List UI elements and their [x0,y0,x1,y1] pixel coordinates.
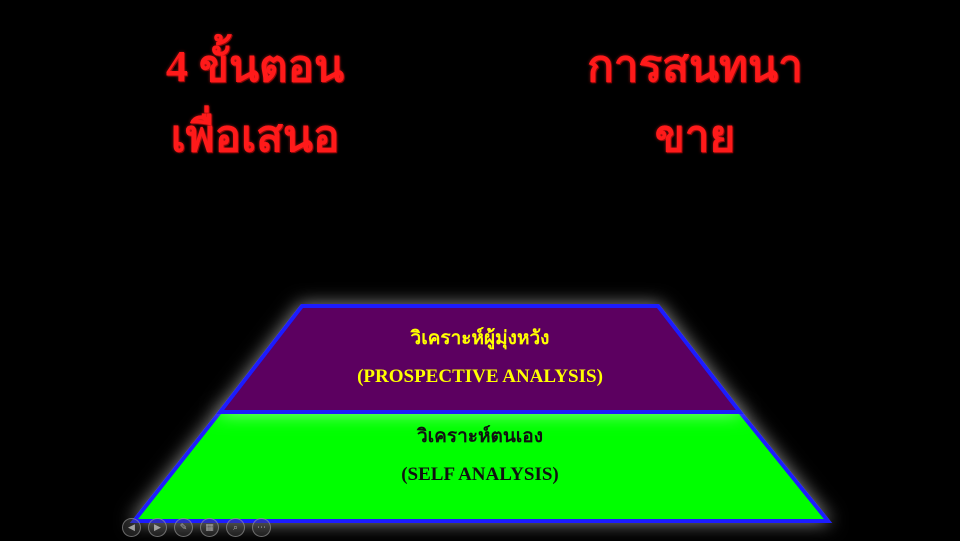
pen-tool-button[interactable]: ✎ [174,517,193,537]
title-right-line-1: การสนทนา [587,42,803,91]
title-left-line-2: เพื่อเสนอ [170,112,340,161]
top-tier-english-label: (PROSPECTIVE ANALYSIS) [357,366,603,387]
ellipsis-icon: ⋯ [257,522,266,533]
more-options-button[interactable]: ⋯ [252,517,271,537]
next-slide-button[interactable]: ▶ [148,517,167,537]
slide-overview-button[interactable]: ▦ [200,517,219,537]
chevron-right-icon: ▶ [154,522,161,533]
bottom-tier-thai-label: วิเคราะห์ตนเอง [417,426,543,447]
magnifier-icon: ⌕ [232,522,239,533]
grid-icon: ▦ [205,522,214,533]
title-left: 4 ขั้นตอน เพื่อเสนอ [140,32,370,172]
zoom-button[interactable]: ⌕ [226,517,245,537]
previous-slide-button[interactable]: ◀ [122,517,141,537]
top-tier-label: วิเคราะห์ผู้มุ่งหวัง (PROSPECTIVE ANALYS… [300,320,660,396]
title-right: การสนทนา ขาย [560,32,830,172]
bottom-tier-english-label: (SELF ANALYSIS) [401,464,559,485]
bottom-tier-label: วิเคราะห์ตนเอง (SELF ANALYSIS) [300,418,660,494]
slideshow-controls: ◀ ▶ ✎ ▦ ⌕ ⋯ [122,516,271,538]
title-right-line-2: ขาย [654,112,736,161]
pen-icon: ✎ [179,522,188,533]
title-left-line-1: 4 ขั้นตอน [165,42,345,91]
pyramid-top-tier [215,304,745,414]
top-tier-thai-label: วิเคราะห์ผู้มุ่งหวัง [410,328,550,349]
chevron-left-icon: ◀ [128,522,135,533]
